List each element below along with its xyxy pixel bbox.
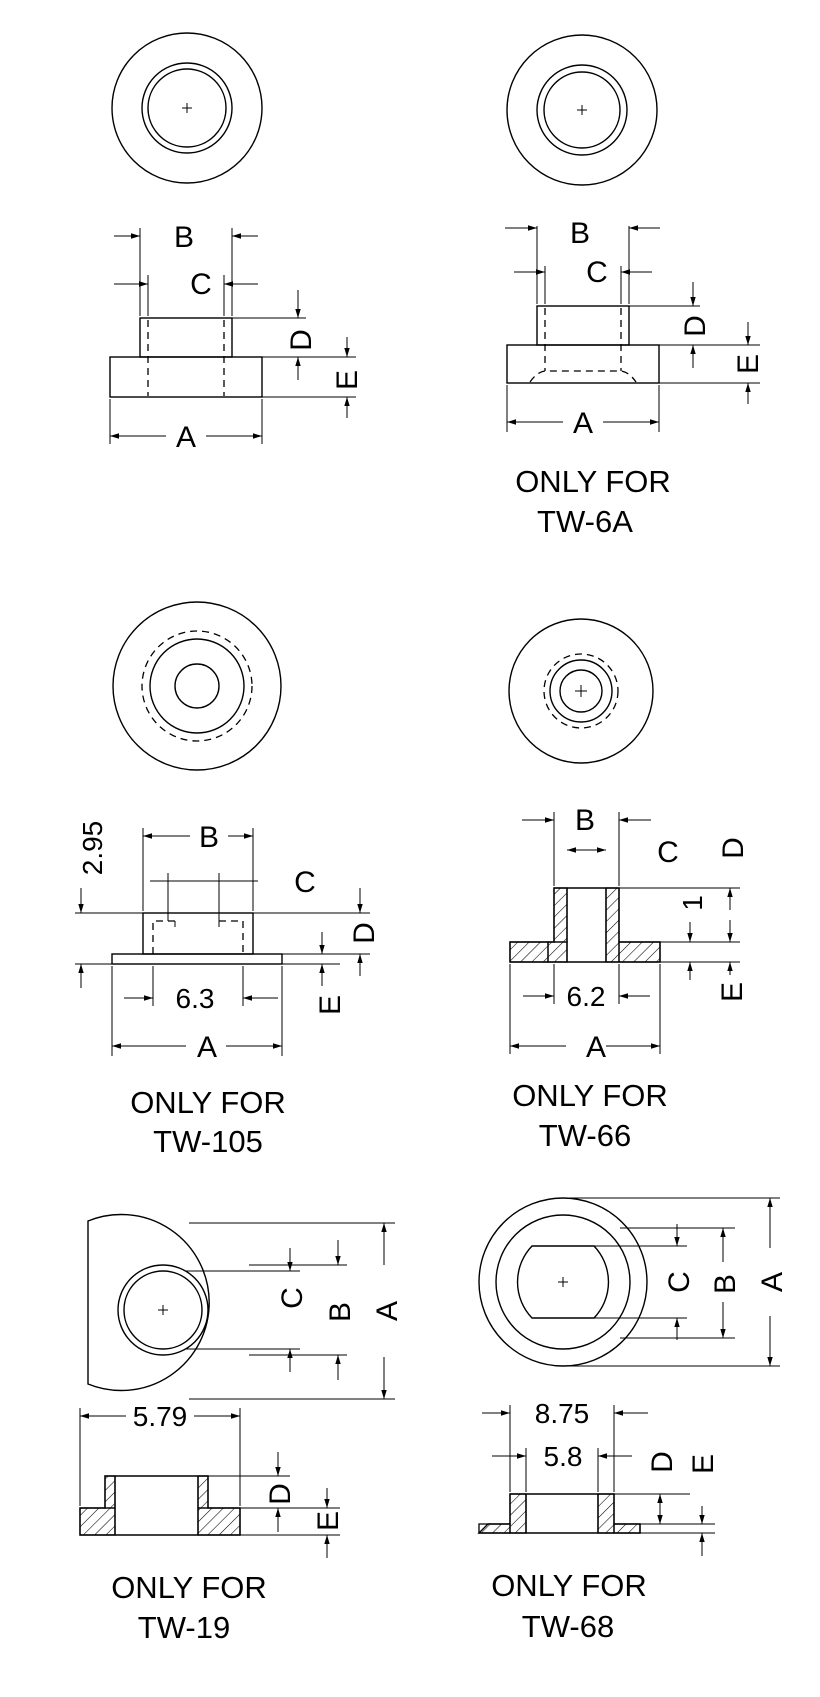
caption-line1: ONLY FOR bbox=[130, 1085, 286, 1120]
dim-label-a: A bbox=[756, 1272, 789, 1292]
dim-one-value: 1 bbox=[677, 895, 708, 911]
dim-label-d: D bbox=[717, 837, 750, 859]
dim-label-c: C bbox=[294, 866, 316, 899]
drawing-mid-left: B C 2.95 D E 6.3 bbox=[75, 601, 381, 1159]
caption-line1: ONLY FOR bbox=[512, 1078, 668, 1113]
dim-label-a: A bbox=[586, 1031, 606, 1064]
dim-inner-value: 6.2 bbox=[567, 981, 606, 1012]
dim-label-b: B bbox=[199, 821, 219, 854]
drawing-bottom-left: A B C 5.79 bbox=[79, 1213, 404, 1645]
dim-inner-value: 5.8 bbox=[544, 1441, 583, 1472]
dim-label-d: D bbox=[348, 922, 381, 944]
dim-label-b: B bbox=[324, 1302, 357, 1322]
dim-label-d: D bbox=[646, 1451, 679, 1473]
dim-label-e: E bbox=[716, 982, 749, 1002]
side-view-bottom-left: 5.79 D E bbox=[79, 1401, 345, 1558]
dim-label-a: A bbox=[197, 1031, 217, 1064]
dim-label-d: D bbox=[679, 315, 712, 337]
dim-label-e: E bbox=[331, 370, 364, 390]
dim-label-c: C bbox=[586, 256, 608, 289]
dim-label-b: B bbox=[709, 1274, 742, 1294]
top-view-top-left bbox=[111, 32, 263, 184]
dim-label-e: E bbox=[314, 995, 347, 1015]
dim-width-value: 5.79 bbox=[133, 1401, 188, 1432]
top-view-mid-left bbox=[112, 601, 282, 771]
dim-label-d: D bbox=[285, 329, 318, 351]
dim-label-c: C bbox=[657, 836, 679, 869]
caption-model: TW-6A bbox=[537, 504, 633, 539]
dim-label-b: B bbox=[575, 804, 595, 837]
dim-label-c: C bbox=[190, 268, 212, 301]
dim-label-b: B bbox=[570, 217, 590, 250]
dim-label-c: C bbox=[663, 1271, 696, 1293]
caption-model: TW-66 bbox=[539, 1118, 631, 1153]
caption-model: TW-105 bbox=[153, 1124, 263, 1159]
caption-model: TW-19 bbox=[138, 1610, 230, 1645]
caption-line1: ONLY FOR bbox=[111, 1570, 267, 1605]
side-view-top-left: B C D E A bbox=[109, 221, 364, 454]
dim-label-a: A bbox=[371, 1301, 404, 1321]
drawing-mid-right: B C D 1 E 6.2 bbox=[508, 618, 750, 1153]
dim-inner-value: 6.3 bbox=[176, 983, 215, 1014]
side-view-mid-right: B C D 1 E 6.2 bbox=[509, 804, 750, 1064]
top-view-bottom-right: A B C bbox=[478, 1197, 789, 1367]
caption-line1: ONLY FOR bbox=[491, 1568, 647, 1603]
dim-label-e: E bbox=[732, 354, 765, 374]
side-view-top-right: B C D E A bbox=[505, 217, 765, 440]
caption-model: TW-68 bbox=[522, 1609, 614, 1644]
dim-height-value: 2.95 bbox=[77, 821, 108, 876]
side-view-mid-left: B C 2.95 D E 6.3 bbox=[75, 821, 381, 1064]
top-view-mid-right bbox=[508, 618, 654, 764]
dim-label-d: D bbox=[264, 1483, 297, 1505]
top-view-bottom-left: A B C bbox=[87, 1213, 404, 1400]
drawing-top-right: B C D E A ONLY FOR TW-6A bbox=[505, 34, 765, 539]
top-view-top-right bbox=[506, 34, 658, 186]
dim-label-a: A bbox=[573, 407, 593, 440]
dim-label-e: E bbox=[312, 1511, 345, 1531]
dim-outer-value: 8.75 bbox=[535, 1398, 590, 1429]
dim-label-c: C bbox=[276, 1287, 309, 1309]
dim-label-e: E bbox=[687, 1454, 720, 1474]
caption-line1: ONLY FOR bbox=[515, 464, 671, 499]
drawing-bottom-right: A B C 8.75 bbox=[477, 1197, 789, 1644]
dim-label-b: B bbox=[174, 221, 194, 254]
drawing-top-left: B C D E A bbox=[109, 32, 364, 454]
side-view-bottom-right: 8.75 5.8 D E bbox=[477, 1398, 720, 1556]
dim-label-a: A bbox=[176, 421, 196, 454]
